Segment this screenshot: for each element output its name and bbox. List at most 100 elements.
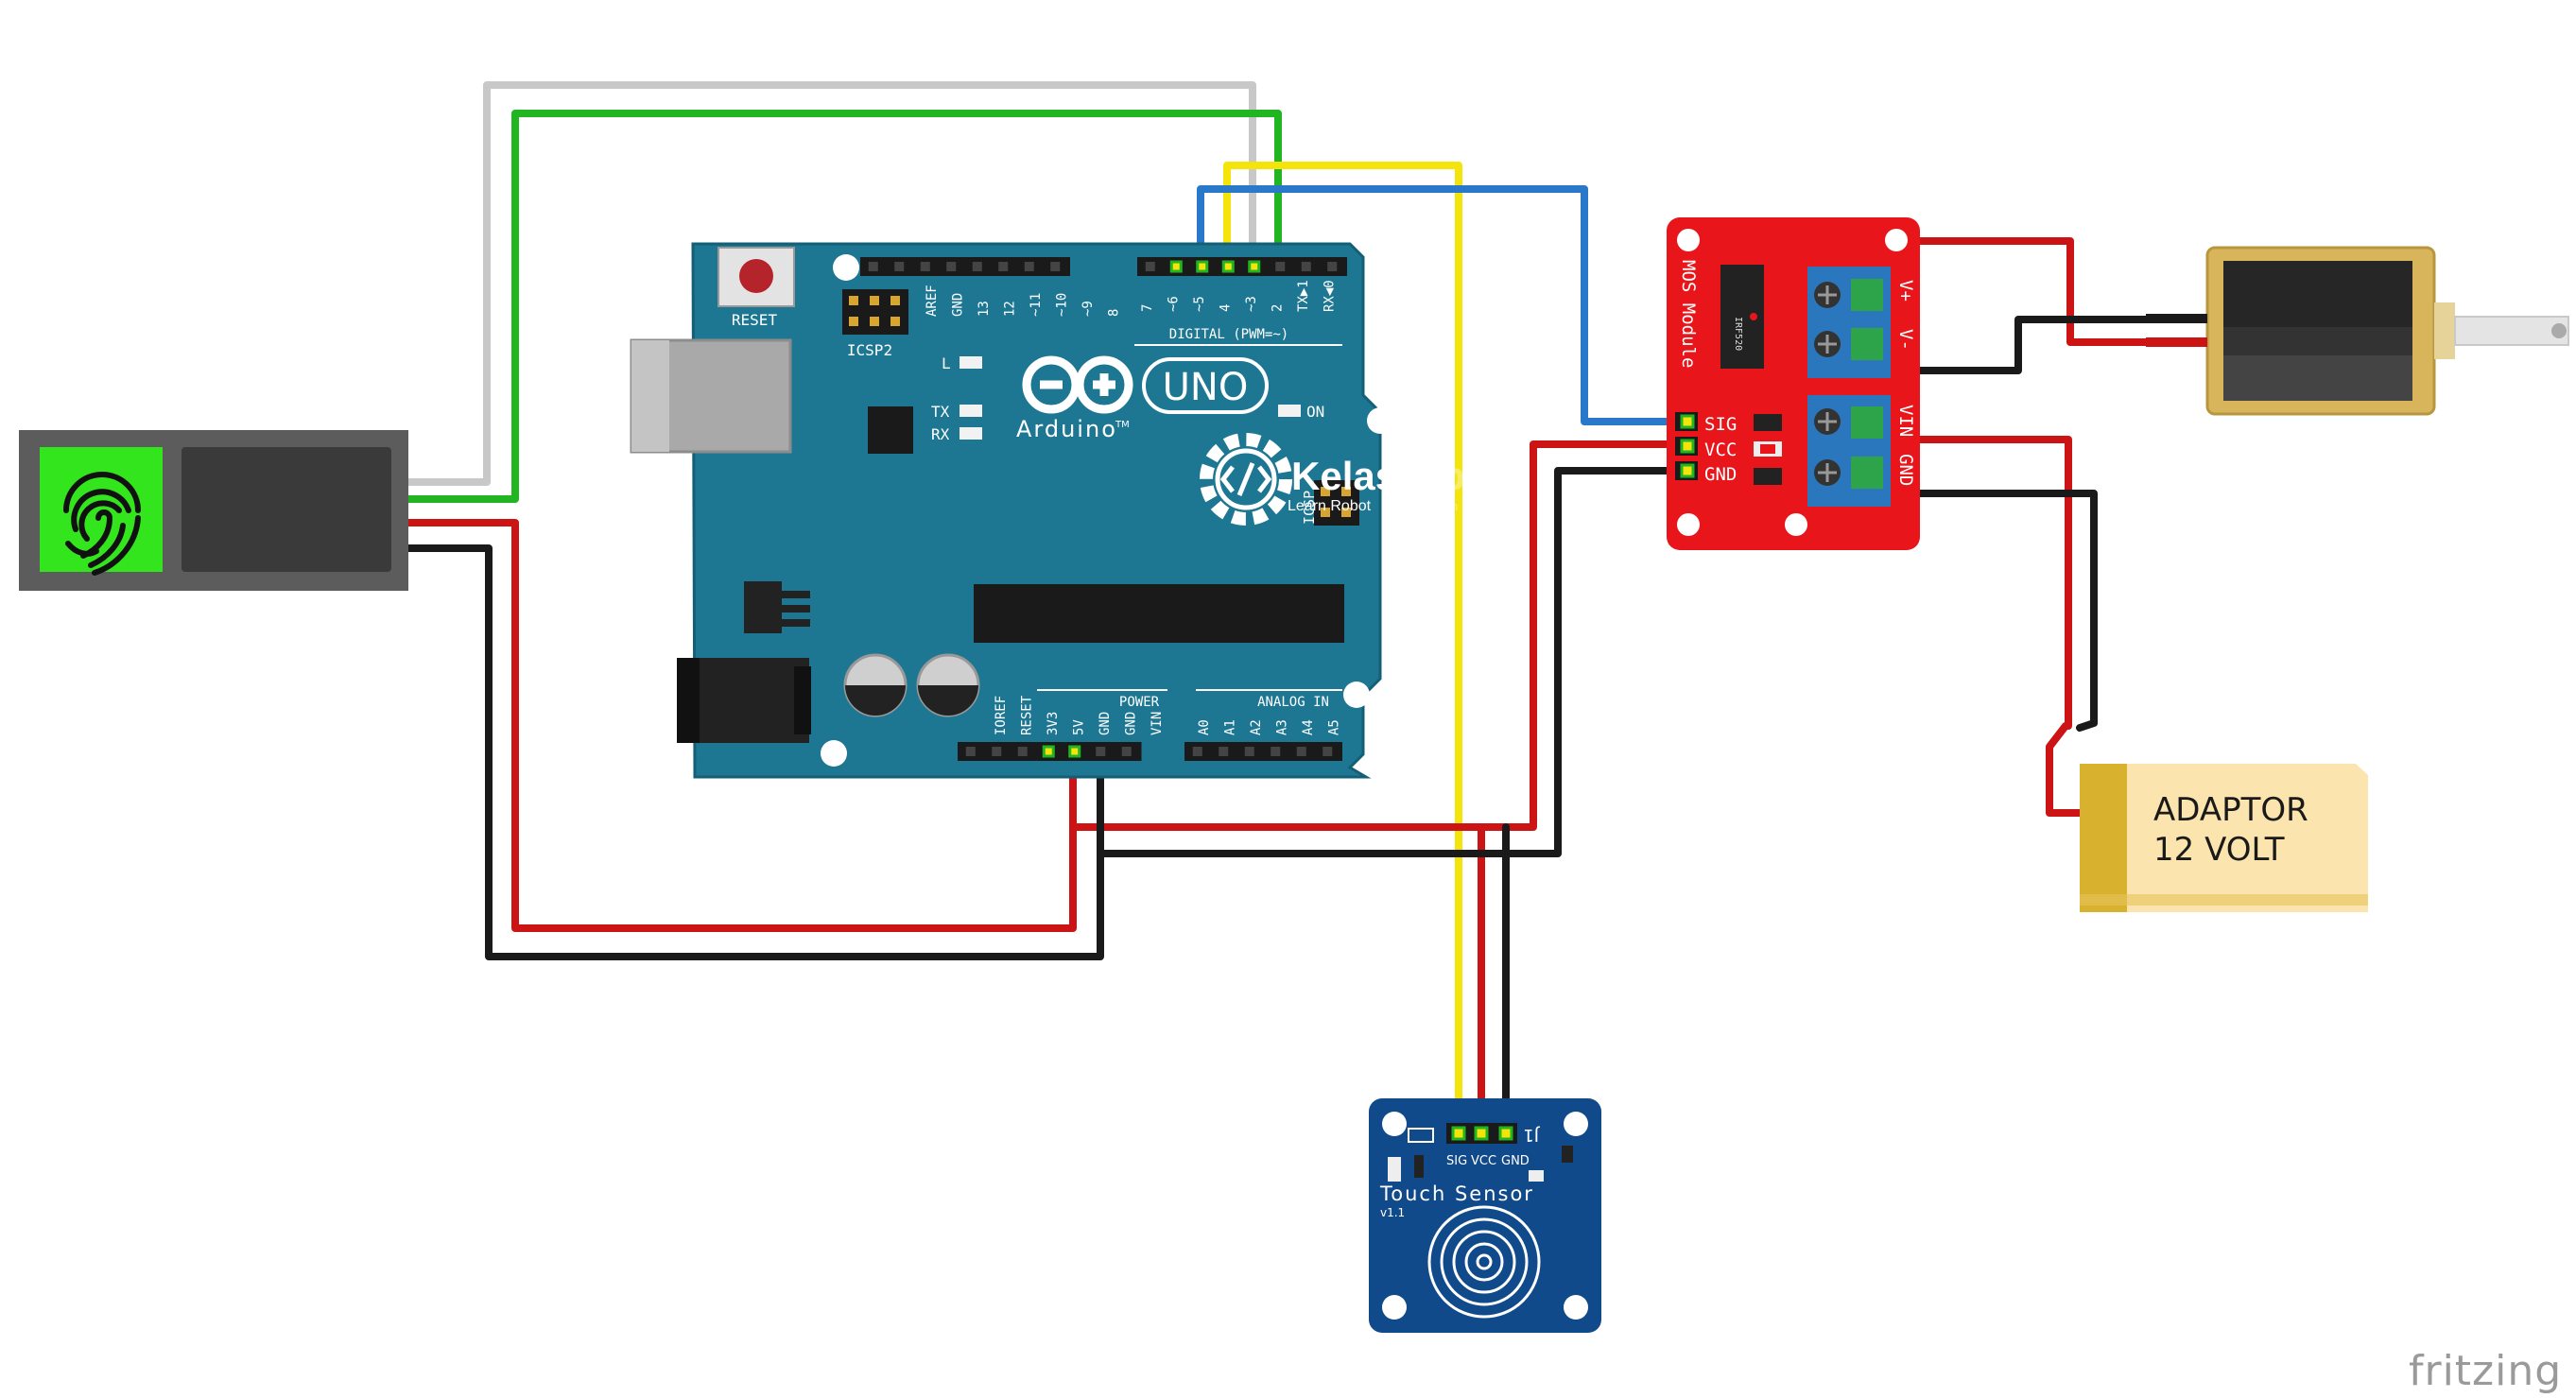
led-tx-label: TX — [931, 403, 950, 421]
pin-label: GND — [1098, 712, 1113, 735]
wire-5v-red — [1069, 440, 1686, 831]
mos-module: MOS Module IRF520 SIG VCC GND V+ V- — [1667, 217, 1920, 550]
header-pin — [1327, 262, 1338, 271]
header-pin — [920, 262, 930, 271]
header-pin — [946, 262, 957, 271]
pin-label: AREF — [925, 285, 940, 317]
led-l-label: L — [942, 354, 951, 372]
led-on-label: ON — [1306, 403, 1324, 421]
digital-header-left — [860, 257, 1070, 276]
header-pin — [1219, 747, 1229, 756]
mos-pin-gnd: GND — [1704, 464, 1737, 485]
arduino-infinity-logo — [1022, 355, 1133, 414]
solenoid-lock — [2146, 246, 2569, 416]
analog-label: ANALOG IN — [1257, 695, 1329, 710]
header-pin — [1301, 262, 1311, 271]
touch-pin-vcc: VCC — [1471, 1154, 1496, 1168]
digital-header-right — [1137, 257, 1347, 276]
power-label: POWER — [1119, 695, 1160, 710]
header-pin — [1169, 260, 1183, 273]
pin-label: ~5 — [1192, 296, 1207, 312]
header-pin — [1121, 747, 1132, 756]
pin-label: ~9 — [1081, 301, 1096, 317]
touch-pad-icon — [1427, 1205, 1541, 1319]
reset-label: RESET — [732, 311, 778, 329]
wire-fingerprint-black — [403, 544, 1104, 960]
watermark-tagline-a: Learn Robot — [1288, 498, 1372, 514]
touch-sensor-module: SIG VCC GND J1 Touch Sensor v1.1 — [1369, 1098, 1601, 1333]
adaptor-line1: ADAPTOR — [2153, 791, 2308, 829]
pin-label: A2 — [1249, 719, 1264, 735]
arduino-tm-label: TM — [1115, 420, 1130, 430]
mos-term-vplus: V+ — [1895, 280, 1916, 302]
digital-label: DIGITAL (PWM=~) — [1169, 327, 1288, 342]
adaptor-line2: 12 VOLT — [2153, 831, 2285, 869]
wire-fingerprint-red — [403, 519, 1077, 932]
wire-fingerprint-white — [403, 81, 1256, 486]
led-rx-label: RX — [931, 425, 950, 443]
touch-pin-header — [1446, 1123, 1517, 1144]
watermark-tagline-b: Easy and Fun — [1382, 499, 1458, 513]
microcontroller-chip — [974, 584, 1344, 643]
pin-label: ~10 — [1055, 293, 1070, 317]
led-rx — [960, 427, 982, 440]
touch-version: v1.1 — [1380, 1206, 1405, 1219]
mos-pin-header — [1675, 412, 1698, 480]
header-pin — [972, 262, 982, 271]
pin-label: 13 — [977, 301, 992, 317]
voltage-regulator — [744, 581, 782, 633]
kelasrobot-gear-logo — [1200, 433, 1292, 526]
uno-label: UNO — [1163, 366, 1249, 409]
header-pin — [1248, 260, 1261, 273]
pin-label: A3 — [1275, 719, 1290, 735]
pin-label: ~3 — [1244, 296, 1259, 312]
mos-term-vin: VIN — [1895, 405, 1916, 437]
header-pin — [1024, 262, 1034, 271]
capacitor — [843, 653, 908, 717]
header-pin — [1017, 747, 1028, 756]
terminal-block-output — [1807, 267, 1891, 378]
pin-label: TX▶1 — [1296, 280, 1311, 312]
led-tx — [960, 405, 982, 417]
header-pin — [894, 262, 905, 271]
pin-label: 3V3 — [1046, 712, 1061, 735]
mos-term-vminus: V- — [1895, 329, 1916, 351]
fingerprint-sensor — [19, 430, 408, 591]
pin-label: 4 — [1219, 304, 1234, 312]
header-pin — [1192, 747, 1202, 756]
terminal-block-input — [1807, 395, 1891, 507]
wire-touch-sig-yellow — [1223, 162, 1462, 1136]
touch-pin-sig: SIG — [1446, 1154, 1467, 1168]
header-pin — [1275, 262, 1286, 271]
reset-button[interactable] — [717, 247, 795, 307]
arduino-brand-label: Arduino — [1016, 416, 1117, 442]
icsp2-label: ICSP2 — [847, 341, 892, 359]
mosfet-chip-label: IRF520 — [1733, 317, 1743, 351]
pin-label: GND — [951, 293, 966, 317]
header-pin — [1296, 747, 1306, 756]
header-pin — [1244, 747, 1254, 756]
pin-label: A1 — [1223, 719, 1238, 735]
wire-gnd-black — [1097, 467, 1686, 857]
header-pin — [1196, 260, 1209, 273]
pin-label: RESET — [1020, 695, 1035, 735]
led-on — [1278, 405, 1301, 417]
header-pin — [1271, 747, 1281, 756]
fingerprint-icon — [63, 472, 141, 576]
icsp-header — [1314, 480, 1359, 526]
header-pin — [1323, 747, 1333, 756]
fingerprint-window — [40, 447, 163, 572]
touch-title: Touch Sensor — [1379, 1182, 1534, 1205]
mos-pin-vcc: VCC — [1704, 440, 1737, 460]
pin-label: 8 — [1107, 309, 1122, 317]
header-pin — [998, 262, 1009, 271]
watermark-brand-a: Kelas — [1291, 454, 1397, 498]
header-pin — [1068, 745, 1081, 758]
analog-header — [1184, 742, 1342, 761]
header-pin — [1042, 745, 1055, 758]
mos-title: MOS Module — [1678, 260, 1699, 368]
